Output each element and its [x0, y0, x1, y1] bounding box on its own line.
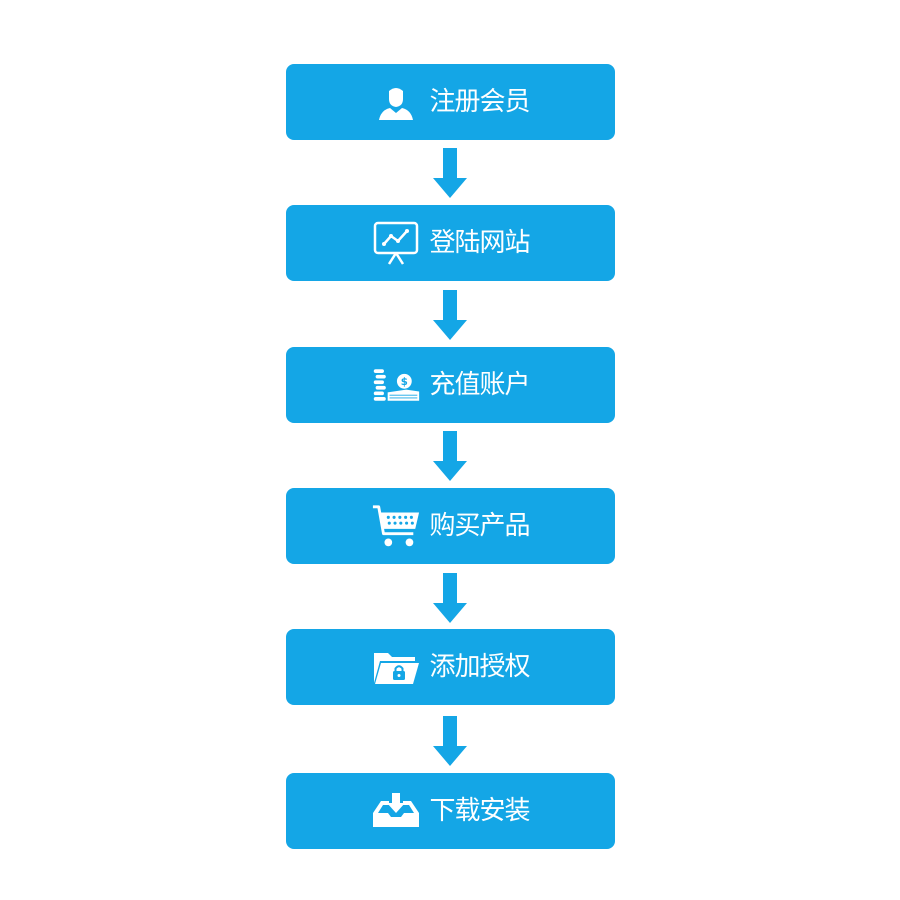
step-recharge: $ 充值账户 — [286, 347, 615, 423]
step-label: 购买产品 — [429, 511, 530, 541]
download-tray-icon — [371, 789, 421, 833]
arrow-down-icon — [433, 573, 467, 623]
arrow-down-icon — [433, 716, 467, 766]
arrow-down-icon — [433, 431, 467, 481]
step-label: 充值账户 — [429, 370, 530, 400]
step-label: 下载安装 — [429, 796, 530, 826]
step-purchase: 购买产品 — [286, 488, 615, 564]
locked-folder-icon — [371, 645, 421, 689]
step-authorize: 添加授权 — [286, 629, 615, 705]
step-login: 登陆网站 — [286, 205, 615, 281]
presentation-chart-icon — [371, 221, 421, 265]
user-icon — [371, 80, 421, 124]
step-label: 登陆网站 — [429, 228, 530, 258]
step-download-install: 下载安装 — [286, 773, 615, 849]
step-label: 注册会员 — [429, 87, 530, 117]
coins-money-icon: $ — [371, 363, 421, 407]
step-label: 添加授权 — [429, 652, 530, 682]
svg-text:$: $ — [401, 377, 408, 388]
arrow-down-icon — [433, 148, 467, 198]
step-register: 注册会员 — [286, 64, 615, 140]
shopping-cart-icon — [371, 504, 421, 548]
arrow-down-icon — [433, 290, 467, 340]
